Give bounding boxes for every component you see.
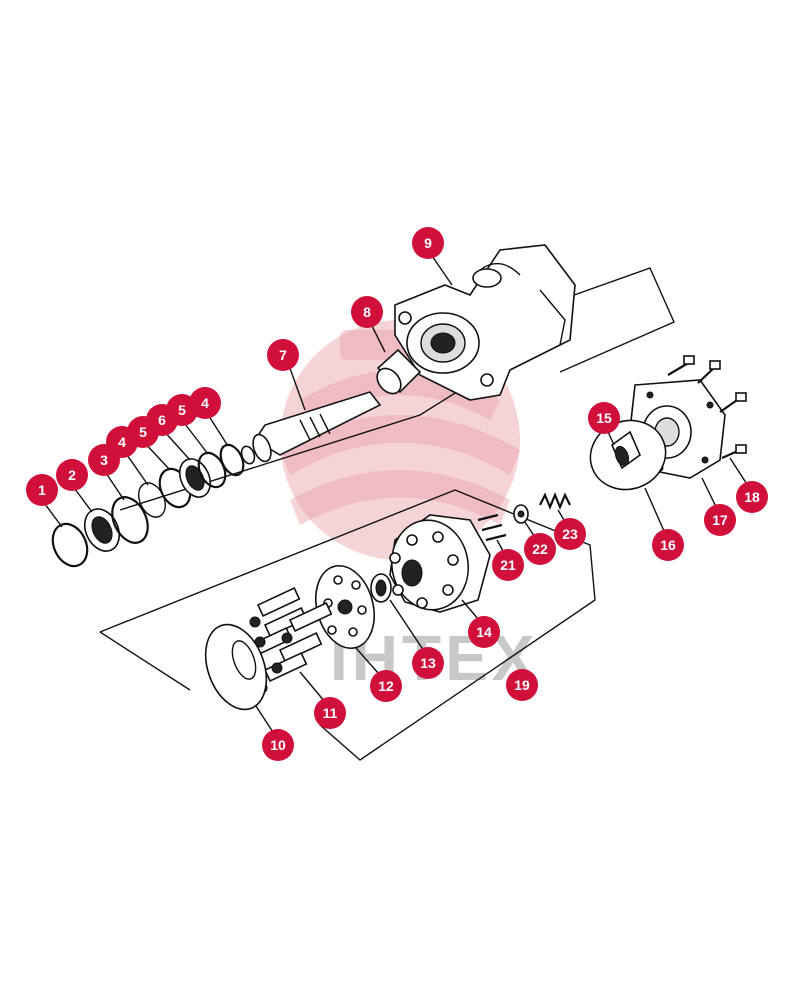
swash-plate <box>204 623 268 711</box>
svg-text:2: 2 <box>68 467 76 483</box>
drive-shaft <box>240 391 382 465</box>
callout-17[interactable]: 17 <box>704 504 736 536</box>
callout-11[interactable]: 11 <box>314 697 346 729</box>
spring <box>539 492 571 510</box>
svg-text:14: 14 <box>476 624 492 640</box>
svg-text:13: 13 <box>420 655 436 671</box>
svg-text:23: 23 <box>562 526 578 542</box>
svg-text:18: 18 <box>744 489 760 505</box>
callout-19[interactable]: 19 <box>506 669 538 701</box>
callout-8[interactable]: 8 <box>351 296 383 328</box>
svg-text:1: 1 <box>38 482 46 498</box>
assembly-outline-lower <box>99 489 596 761</box>
callout-16[interactable]: 16 <box>652 529 684 561</box>
callout-15[interactable]: 15 <box>588 402 620 434</box>
bushing <box>376 348 422 395</box>
ball-guide <box>513 504 529 524</box>
svg-text:4: 4 <box>201 395 209 411</box>
svg-text:5: 5 <box>139 424 147 440</box>
spherical-bushing <box>370 573 392 603</box>
callout-2[interactable]: 2 <box>56 459 88 491</box>
svg-text:8: 8 <box>363 304 371 320</box>
svg-text:6: 6 <box>158 412 166 428</box>
pins <box>477 513 507 542</box>
svg-text:4: 4 <box>118 434 126 450</box>
svg-text:5: 5 <box>178 402 186 418</box>
callout-9[interactable]: 9 <box>412 227 444 259</box>
callout-7[interactable]: 7 <box>267 339 299 371</box>
bolts <box>667 355 747 460</box>
callouts: 1 2 3 4 5 6 5 4 7 8 9 10 11 12 13 14 15 … <box>26 227 768 761</box>
svg-text:7: 7 <box>279 347 287 363</box>
cylinder-barrel <box>389 514 491 613</box>
svg-text:11: 11 <box>323 705 338 721</box>
needle-bushing <box>611 430 641 470</box>
callout-18[interactable]: 18 <box>736 481 768 513</box>
retaining-ring-3 <box>111 496 149 544</box>
callout-12[interactable]: 12 <box>370 670 402 702</box>
svg-text:3: 3 <box>100 452 108 468</box>
svg-text:19: 19 <box>514 677 530 693</box>
svg-text:12: 12 <box>378 678 394 694</box>
svg-text:16: 16 <box>660 537 676 553</box>
washer-4b <box>219 443 245 477</box>
callout-23[interactable]: 23 <box>554 518 586 550</box>
svg-text:15: 15 <box>596 410 612 426</box>
callout-22[interactable]: 22 <box>524 533 556 565</box>
bearing-6 <box>178 458 212 498</box>
motor-housing <box>394 244 576 401</box>
retaining-plate <box>315 564 375 650</box>
svg-text:10: 10 <box>270 737 286 753</box>
svg-text:22: 22 <box>532 541 548 557</box>
callout-14[interactable]: 14 <box>468 616 500 648</box>
svg-text:21: 21 <box>500 557 516 573</box>
callout-10[interactable]: 10 <box>262 729 294 761</box>
callout-21[interactable]: 21 <box>492 549 524 581</box>
callout-4b[interactable]: 4 <box>189 387 221 419</box>
callout-1[interactable]: 1 <box>26 474 58 506</box>
callout-13[interactable]: 13 <box>412 647 444 679</box>
svg-text:17: 17 <box>712 512 728 528</box>
svg-text:9: 9 <box>424 235 432 251</box>
shaft-seal-2 <box>83 508 121 552</box>
